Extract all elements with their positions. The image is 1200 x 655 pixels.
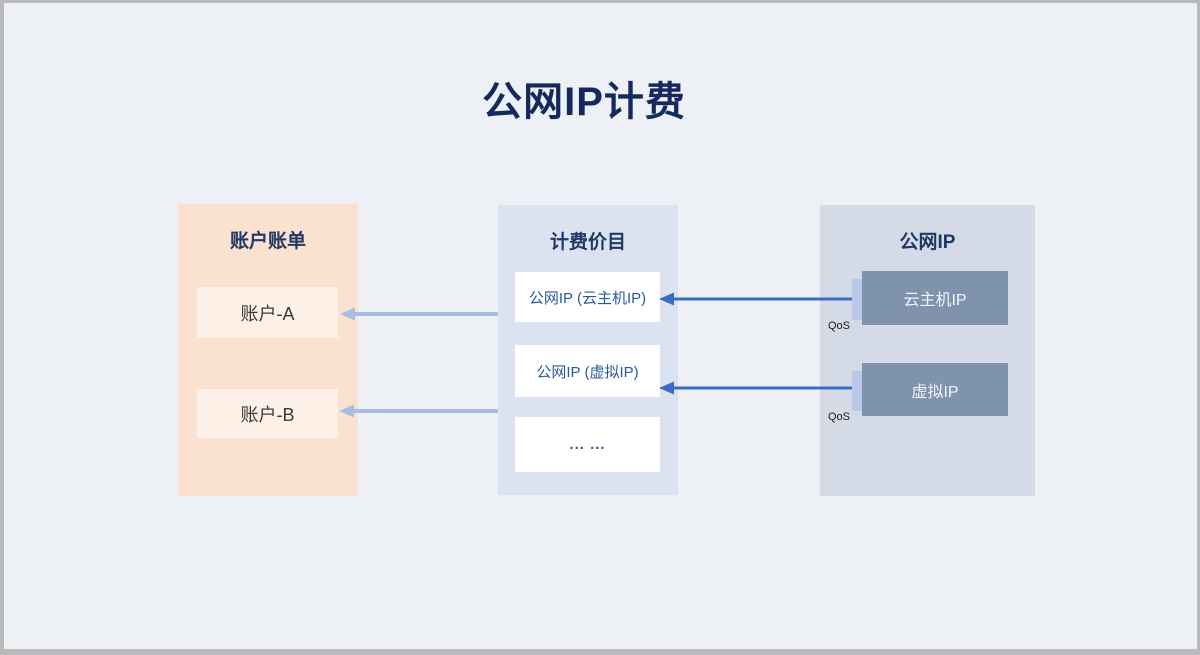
panel-pricing-title: 计费价目 bbox=[549, 232, 626, 253]
node-cloud-host-ip: 云主机IP bbox=[862, 271, 1008, 325]
panel-public-ip-title: 公网IP bbox=[899, 232, 956, 253]
node-price-public-ip-virtual: 公网IP (虚拟IP) bbox=[515, 345, 660, 397]
diagram-title: 公网IP计费 bbox=[482, 80, 686, 124]
node-virtual-ip: 虚拟IP bbox=[862, 363, 1008, 416]
node-account-b: 账户-B bbox=[197, 389, 338, 438]
panel-public-ip: 公网IP 云主机IP QoS 虚拟IP QoS bbox=[820, 205, 1035, 496]
node-price-ellipsis: ... ... bbox=[515, 417, 660, 472]
node-account-a: 账户-A bbox=[197, 287, 338, 338]
qos-tab-virtual-ip bbox=[852, 371, 862, 411]
qos-label-cloud-host-ip: QoS bbox=[828, 320, 851, 332]
qos-tab-cloud-host-ip bbox=[852, 279, 862, 320]
arrow-pricing-to-account-b bbox=[339, 404, 498, 418]
node-price-public-ip-cloud-host: 公网IP (云主机IP) bbox=[515, 272, 660, 322]
panel-account-bills-title: 账户账单 bbox=[229, 231, 306, 252]
panel-pricing: 计费价目 公网IP (云主机IP) 公网IP (虚拟IP) ... ... bbox=[498, 205, 678, 495]
qos-label-virtual-ip: QoS bbox=[828, 411, 851, 423]
panel-account-bills: 账户账单 账户-A 账户-B bbox=[178, 204, 358, 496]
arrow-pricing-to-account-a bbox=[340, 307, 498, 321]
